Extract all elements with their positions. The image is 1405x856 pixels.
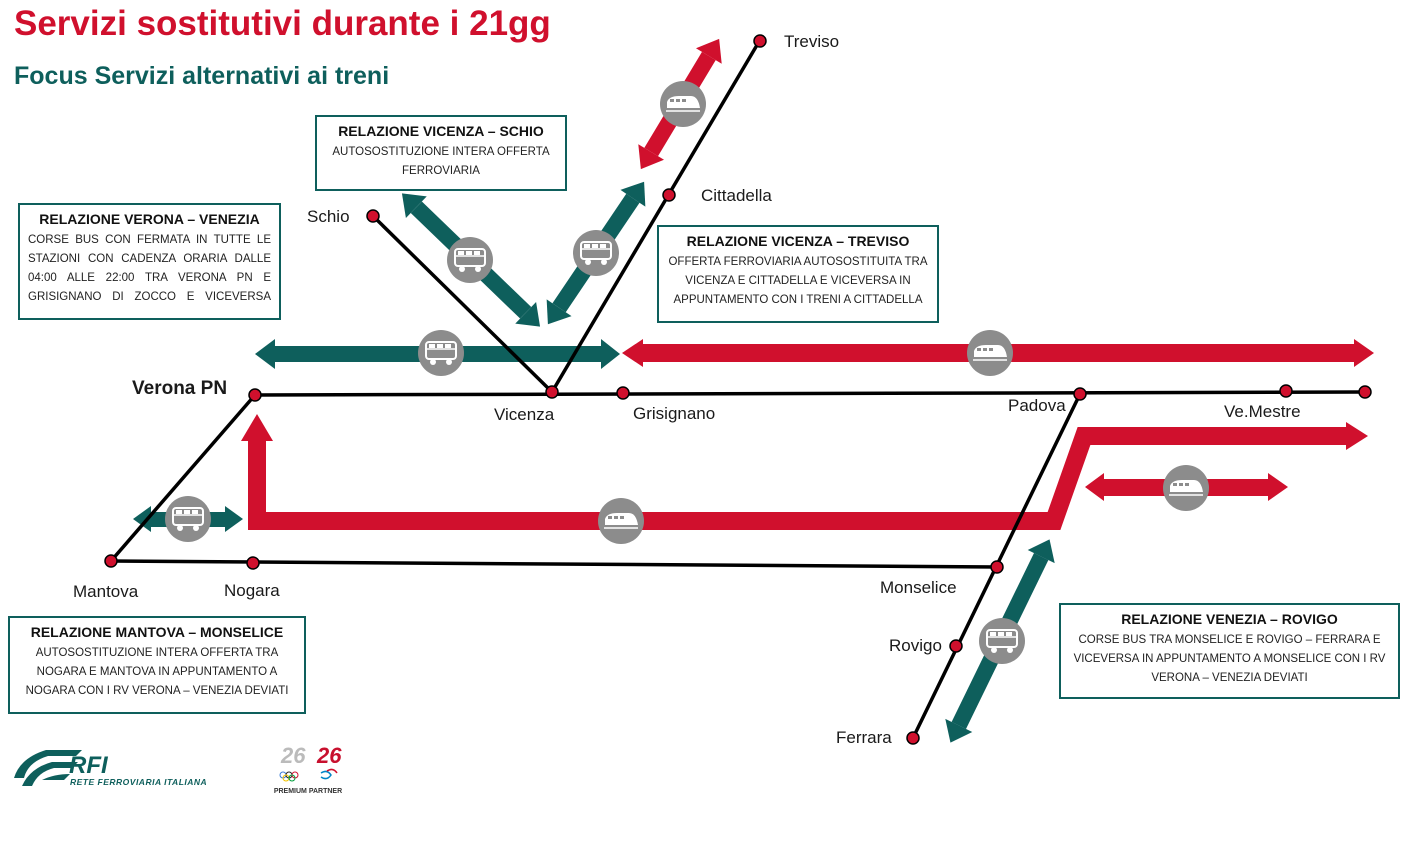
page-subtitle: Focus Servizi alternativi ai treni <box>14 62 390 90</box>
train-icon <box>659 80 707 128</box>
info-box-vicenza-treviso: RELAZIONE VICENZA – TREVISO OFFERTA FERR… <box>657 225 939 323</box>
station-label-vicenza: Vicenza <box>494 405 555 424</box>
bus-icon <box>164 495 212 543</box>
info-box-mantova-monselice: RELAZIONE MANTOVA – MONSELICE AUTOSOSTIT… <box>8 616 306 714</box>
svg-text:26: 26 <box>280 743 306 768</box>
track-vicenza-treviso <box>550 39 762 393</box>
station-label-treviso: Treviso <box>784 32 839 51</box>
station-dot-cittadella <box>662 188 676 202</box>
train-icon <box>597 497 645 545</box>
info-box-venezia-rovigo: RELAZIONE VENEZIA – ROVIGO CORSE BUS TRA… <box>1059 603 1400 699</box>
station-label-ferrara: Ferrara <box>836 728 892 747</box>
train-icon <box>1162 464 1210 512</box>
station-dots <box>104 34 1372 745</box>
station-dot-nogara <box>246 556 260 570</box>
station-label-nogara: Nogara <box>224 581 280 600</box>
station-label-rovigo: Rovigo <box>889 636 942 655</box>
info-box-body: AUTOSOSTITUZIONE INTERA OFFERTA FERROVIA… <box>332 146 550 177</box>
red-arrowhead-left <box>622 339 643 367</box>
station-dot-verona <box>248 388 262 402</box>
station-dot-mestre <box>1358 385 1372 399</box>
station-dot-intermediate <box>1279 384 1293 398</box>
station-label-schio: Schio <box>307 207 350 226</box>
rfi-logo-name: RFI <box>69 752 108 779</box>
station-dot-padova <box>1073 387 1087 401</box>
rfi-logo-subtitle: RETE FERROVIARIA ITALIANA <box>70 777 208 787</box>
red-arrowhead-right <box>1354 339 1374 367</box>
station-dot-grisignano <box>616 386 630 400</box>
train-icon <box>966 329 1014 377</box>
bus-icon <box>417 329 465 377</box>
track-schio-vicenza <box>371 214 554 394</box>
premium-partner-label: PREMIUM PARTNER <box>273 788 343 795</box>
info-box-body: OFFERTA FERROVIARIA AUTOSOSTITUITA TRA V… <box>668 256 928 306</box>
red-detour-route <box>248 427 1348 530</box>
info-box-title: RELAZIONE VERONA – VENEZIA <box>39 211 260 227</box>
track-verona-mantova <box>109 393 257 563</box>
info-box-title: RELAZIONE MANTOVA – MONSELICE <box>30 624 284 640</box>
station-dot-mantova <box>104 554 118 568</box>
station-label-mantova: Mantova <box>73 582 139 601</box>
info-box-vicenza-schio: RELAZIONE VICENZA – SCHIO AUTOSOSTITUZIO… <box>315 115 567 191</box>
info-box-body: CORSE BUS CON FERMATA IN TUTTE LE STAZIO… <box>28 234 271 303</box>
info-box-body: CORSE BUS TRA MONSELICE E ROVIGO – FERRA… <box>1073 634 1386 684</box>
station-dot-ferrara <box>906 731 920 745</box>
station-dot-treviso <box>753 34 767 48</box>
track-mantova-monselice <box>110 559 998 569</box>
red-detour-up-arrowhead <box>241 414 273 441</box>
track-verona-mestre <box>254 390 1366 397</box>
svg-text:26: 26 <box>316 743 342 768</box>
station-label-monselice: Monselice <box>880 578 957 597</box>
red-detour-right-arrowhead <box>1346 422 1368 450</box>
station-dot-schio <box>366 209 380 223</box>
info-box-verona-venezia: RELAZIONE VERONA – VENEZIA CORSE BUS CON… <box>18 203 281 320</box>
station-dot-monselice <box>990 560 1004 574</box>
station-label-padova: Padova <box>1008 396 1066 415</box>
station-label-mestre: Ve.Mestre <box>1224 402 1301 421</box>
info-box-title: RELAZIONE VENEZIA – ROVIGO <box>1121 611 1338 627</box>
station-dot-vicenza <box>545 385 559 399</box>
info-box-title: RELAZIONE VICENZA – SCHIO <box>338 123 544 139</box>
station-label-grisignano: Grisignano <box>633 404 715 423</box>
station-label-cittadella: Cittadella <box>701 186 772 205</box>
bus-icon <box>978 617 1026 665</box>
station-dot-rovigo <box>949 639 963 653</box>
page-title: Servizi sostitutivi durante i 21gg <box>14 4 551 43</box>
station-label-verona: Verona PN <box>132 378 227 399</box>
olympics-partner-logo: 26 26 <box>279 743 342 782</box>
info-box-body: AUTOSOSTITUZIONE INTERA OFFERTA TRA NOGA… <box>25 647 289 697</box>
bus-icon <box>572 229 620 277</box>
bus-icon <box>446 236 494 284</box>
rfi-logo <box>14 750 82 786</box>
info-box-title: RELAZIONE VICENZA – TREVISO <box>686 233 910 249</box>
